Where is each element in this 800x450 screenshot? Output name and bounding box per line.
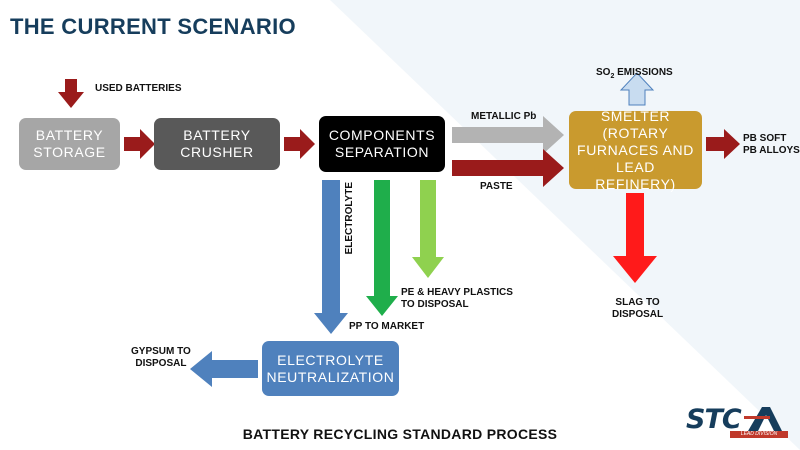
so2-prefix: SO	[596, 67, 611, 78]
paste-arrow	[452, 149, 564, 187]
label-slag-disposal: SLAG TO DISPOSAL	[612, 297, 664, 320]
node-components-separation: COMPONENTS SEPARATION	[319, 116, 445, 172]
label-gypsum-disposal: GYPSUM TO DISPOSAL	[131, 346, 191, 369]
node-smelter: SMELTER (ROTARY FURNACES AND LEAD REFINE…	[569, 108, 702, 192]
slide-caption: BATTERY RECYCLING STANDARD PROCESS	[242, 426, 558, 442]
gypsum-arrow	[190, 351, 258, 387]
slag-arrow	[613, 193, 657, 283]
so2-subscript: 2	[610, 73, 615, 80]
used-batteries-arrow	[58, 79, 84, 108]
stc-logo: STC LEAD DIVISION	[686, 404, 790, 438]
label-used-batteries: USED BATTERIES	[95, 83, 182, 94]
pp-arrow	[366, 180, 398, 316]
label-pb-soft-alloys: PB SOFT PB ALLOYS	[743, 133, 800, 156]
slide-title: THE CURRENT SCENARIO	[10, 14, 296, 39]
smelter-to-pb-arrow	[706, 129, 740, 159]
node-battery-crusher: BATTERY CRUSHER	[154, 118, 280, 170]
label-paste: PASTE	[480, 181, 513, 192]
pe-arrow	[412, 180, 444, 278]
so2-suffix: EMISSIONS	[614, 67, 673, 78]
label-so2-emissions: SO2 EMISSIONS	[596, 55, 673, 83]
logo-division-bar: LEAD DIVISION	[730, 431, 788, 438]
electrolyte-arrow	[314, 180, 348, 334]
label-pe-heavy-plastics: PE & HEAVY PLASTICS TO DISPOSAL	[401, 287, 513, 310]
crusher-to-separation-arrow	[284, 129, 315, 159]
label-metallic-pb: METALLIC Pb	[471, 111, 537, 122]
node-electrolyte-neutralization: ELECTROLYTE NEUTRALIZATION	[262, 341, 399, 396]
so2-arrow	[619, 72, 655, 106]
node-battery-storage: BATTERY STORAGE	[19, 118, 120, 170]
metallic-pb-arrow	[452, 116, 564, 154]
logo-mark: STC	[686, 404, 742, 435]
label-electrolyte: ELECTROLYTE	[344, 182, 355, 255]
label-pp-to-market: PP TO MARKET	[349, 321, 425, 332]
logo-a-icon	[744, 407, 782, 431]
storage-to-crusher-arrow	[124, 129, 155, 159]
